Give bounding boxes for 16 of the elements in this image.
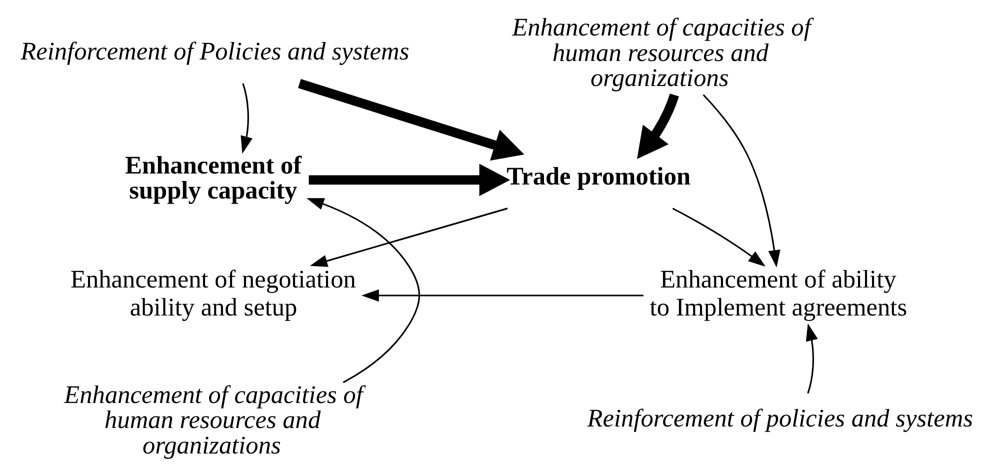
node-text: Trade promotion (506, 162, 691, 190)
node-text: Enhancement of negotiation ability and setup (70, 264, 356, 322)
arrow (310, 207, 508, 266)
node-text: Reinforcement of policies and systems (587, 404, 974, 432)
arrow (637, 93, 679, 158)
arrow (806, 322, 818, 394)
arrow (361, 288, 644, 302)
node-text: Reinforcement of Policies and systems (20, 36, 410, 65)
arrow (308, 163, 510, 196)
arrow (240, 82, 253, 154)
arrow (672, 207, 766, 266)
arrow (702, 94, 780, 268)
node-text: Enhancement of supply capacity (125, 150, 302, 204)
arrow (298, 78, 524, 160)
arrow (306, 198, 420, 383)
node-text: Enhancement of ability to Implement agreements (650, 264, 908, 322)
